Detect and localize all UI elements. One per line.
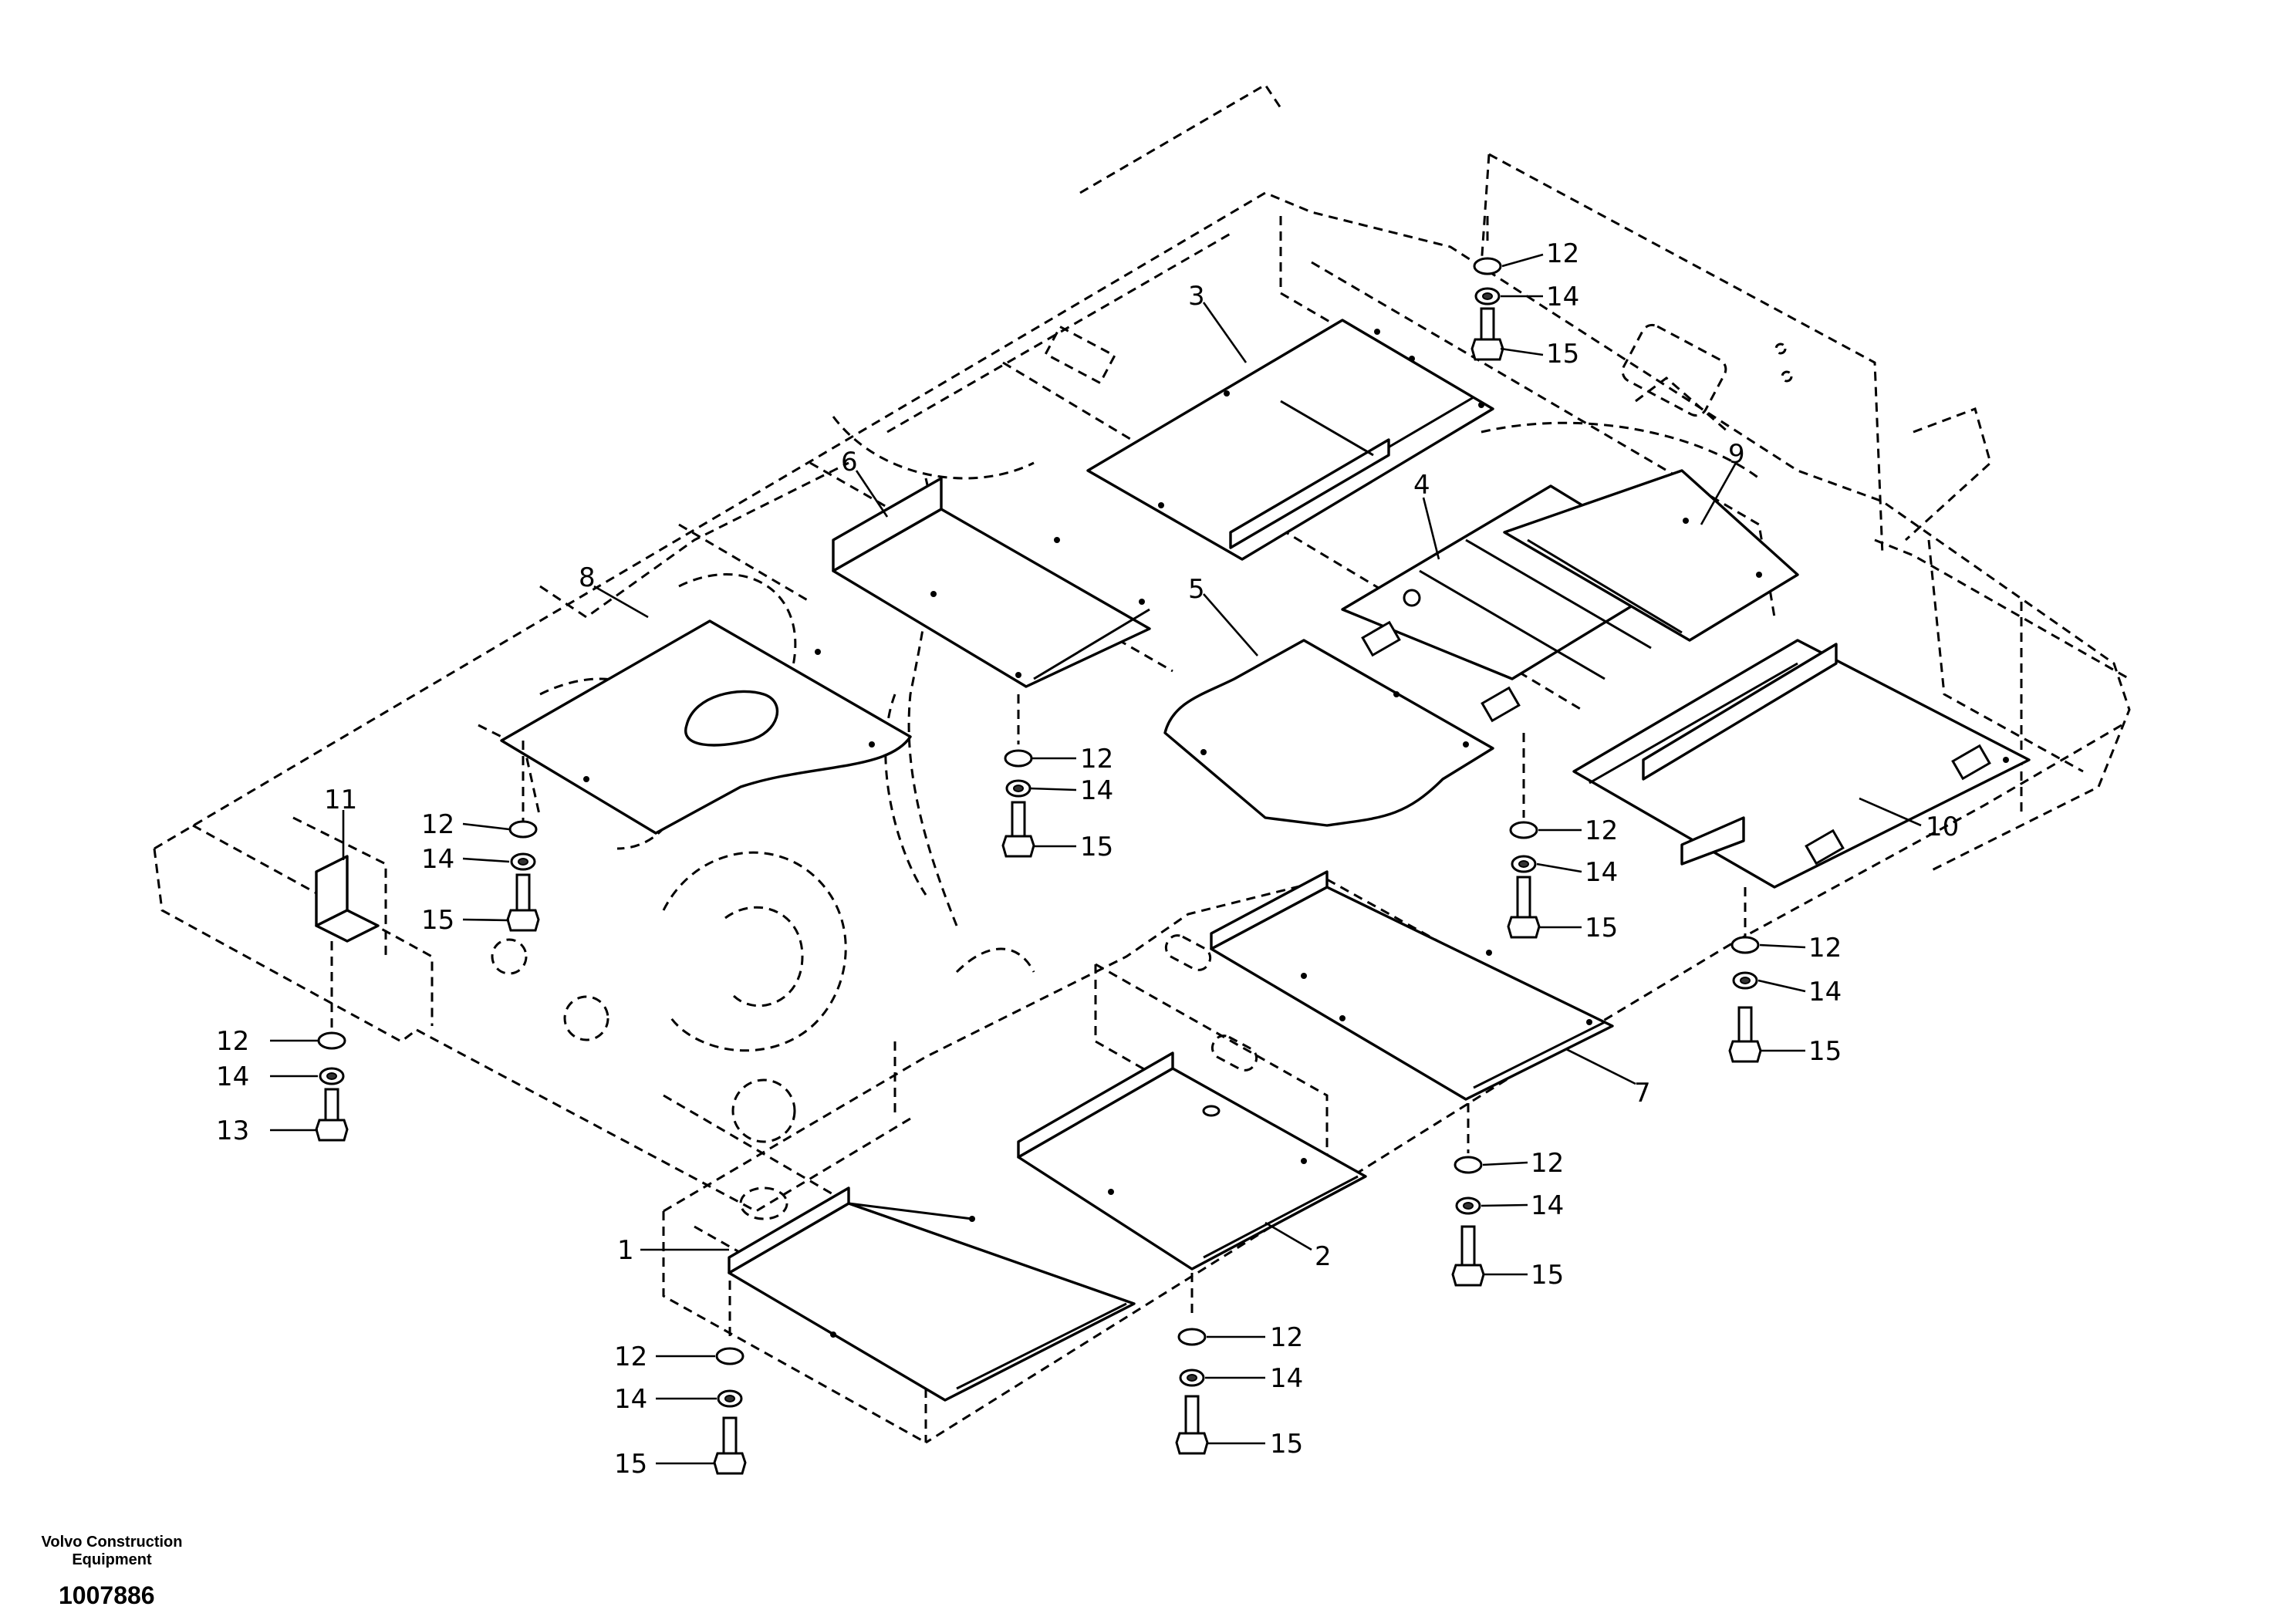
callout-2: 2 [1315,1241,1332,1272]
callout-5: 5 [1188,574,1205,605]
callout-14-plate10: 14 [1808,977,1842,1007]
callout-12-bracket: 12 [216,1026,249,1057]
leader-lines [270,253,1922,1465]
drawing-reference-number: 1007886 [59,1581,155,1609]
callout-14-plate7: 14 [1531,1190,1564,1221]
callout-12-top: 12 [1546,238,1579,269]
callout-14-plate6: 14 [1080,775,1113,806]
callout-8: 8 [579,562,596,593]
callout-11: 11 [324,785,357,815]
fastener-stack-1 [713,1347,747,1475]
fastener-stack-2 [1175,1328,1209,1455]
callout-14-bracket: 14 [216,1061,249,1092]
callout-6: 6 [841,447,858,478]
callout-4: 4 [1413,470,1430,501]
callout-12-plate10: 12 [1808,933,1842,964]
footer-block: Volvo Construction Equipment 1007886 [31,1534,193,1610]
bracket-11 [315,855,380,943]
callout-12-plate6: 12 [1080,744,1113,775]
callout-10: 10 [1926,812,1959,842]
callout-9: 9 [1728,439,1745,470]
callout-7: 7 [1634,1078,1651,1109]
cover-plate-3 [1086,319,1494,561]
callout-14-plate4: 14 [1585,857,1618,888]
cover-plate-9 [1503,469,1799,642]
callout-13: 13 [216,1115,249,1146]
callout-12-plate2: 12 [1270,1322,1303,1353]
callout-14-plate2: 14 [1270,1363,1303,1394]
cover-plate-10 [1572,639,2031,889]
callout-15-plate8: 15 [421,905,454,936]
callout-15-plate1: 15 [614,1449,647,1480]
cover-plate-6 [832,477,1151,688]
callout-15-plate2: 15 [1270,1429,1303,1460]
cover-plate-1 [728,1186,1136,1402]
cover-plate-7 [1210,870,1614,1101]
fastener-stack-11 [315,1031,349,1142]
hardware-axes [330,216,1747,1338]
callout-15-plate10: 15 [1808,1036,1842,1067]
fastener-stack-7 [1451,1156,1485,1287]
cover-plate-2 [1017,1051,1367,1271]
fastener-stack-6 [1001,749,1035,858]
callout-12-plate4: 12 [1585,815,1618,846]
callout-15-plate6: 15 [1080,832,1113,862]
callout-14-plate1: 14 [614,1384,647,1415]
company-name-line-1: Volvo Construction [41,1534,183,1551]
callout-14-plate8: 14 [421,844,454,875]
callout-3: 3 [1188,281,1205,312]
callout-labels: 1 2 3 4 5 6 7 8 9 10 11 13 12 14 15 12 1… [216,238,1959,1480]
callout-15-plate4: 15 [1585,913,1618,943]
fastener-stack-8 [506,820,540,932]
callout-15-top: 15 [1546,339,1579,370]
company-name-line-2: Equipment [72,1551,152,1568]
callout-14-top: 14 [1546,282,1579,312]
fastener-stack-4 [1507,821,1541,939]
callout-12-plate1: 12 [614,1342,647,1372]
callout-12-plate7: 12 [1531,1148,1564,1179]
fastener-stack-top [1470,257,1504,361]
cover-plate-5 [1163,639,1494,827]
callout-15-plate7: 15 [1531,1260,1564,1291]
callout-12-plate8: 12 [421,809,454,840]
fastener-stack-10 [1728,936,1762,1063]
callout-1: 1 [617,1235,634,1266]
cover-plate-8 [500,619,912,835]
